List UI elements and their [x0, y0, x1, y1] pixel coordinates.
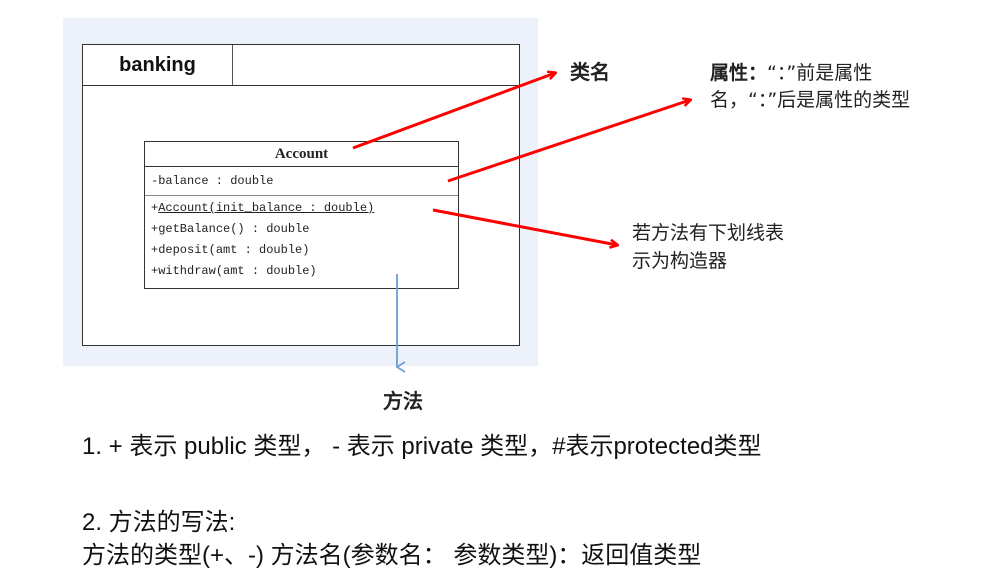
method-getbalance: +getBalance() : double	[151, 219, 458, 240]
method-signature: getBalance() : double	[158, 222, 310, 236]
label-method: 方法	[383, 389, 423, 413]
class-attributes: -balance : double	[145, 167, 458, 196]
visibility-marker: +	[151, 201, 159, 215]
method-signature: withdraw(amt : double)	[158, 264, 317, 278]
visibility-marker: +	[151, 243, 159, 257]
method-signature: deposit(amt : double)	[158, 243, 310, 257]
label-attribute-title: 属性：	[710, 62, 768, 84]
note-visibility: 1. + 表示 public 类型， - 表示 private 类型，#表示pr…	[82, 433, 762, 460]
class-account: Account -balance : double +Account(init_…	[144, 141, 459, 289]
visibility-marker: +	[151, 222, 159, 236]
package-header-divider	[83, 85, 519, 86]
package-name: banking	[83, 45, 233, 85]
label-attribute: 属性：“：”前是属性名，“：”后是属性的类型	[710, 60, 950, 114]
label-attribute-desc: “：”前是属性名，“：”后是属性的类型	[710, 62, 911, 111]
visibility-marker: +	[151, 264, 159, 278]
method-deposit: +deposit(amt : double)	[151, 240, 458, 261]
class-methods: +Account(init_balance : double) +getBala…	[145, 196, 458, 282]
class-name: Account	[145, 142, 458, 167]
note-method-syntax-title: 2. 方法的写法:	[82, 509, 236, 536]
label-class-name: 类名	[570, 60, 610, 84]
method-withdraw: +withdraw(amt : double)	[151, 261, 458, 282]
note-method-syntax: 方法的类型(+、-) 方法名(参数名： 参数类型)：返回值类型	[82, 542, 702, 569]
constructor-signature: Account(init_balance : double)	[158, 201, 375, 215]
attribute-balance: -balance : double	[151, 174, 274, 188]
method-constructor: +Account(init_balance : double)	[151, 198, 458, 219]
label-constructor: 若方法有下划线表示为构造器	[632, 222, 785, 272]
